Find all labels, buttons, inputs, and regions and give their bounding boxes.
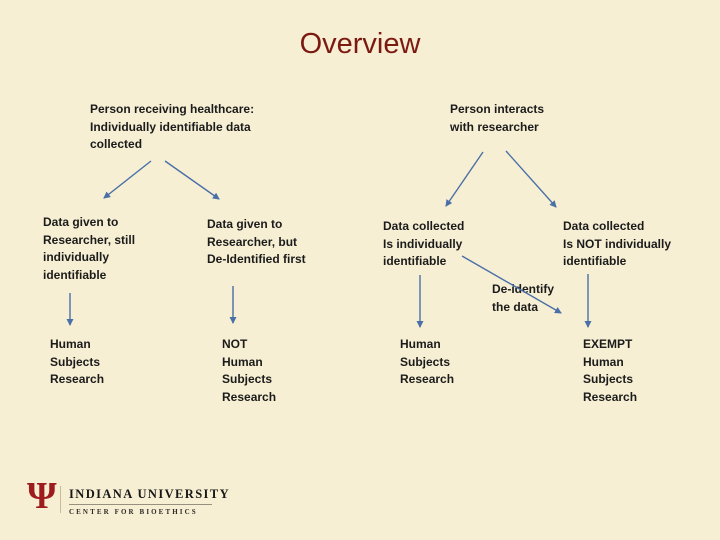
node-data-collected-identifiable: Data collected Is individually identifia…: [383, 219, 465, 268]
outcome-human-subjects-research-right: Human Subjects Research: [400, 337, 455, 386]
iu-trident-icon: Ψ: [27, 475, 57, 517]
university-name: INDIANA UNIVERSITY: [69, 487, 230, 501]
arrow-healthcare-to-still-identifiable: [103, 160, 152, 199]
arrow-interacts-to-identifiable: [445, 151, 484, 207]
outcome-exempt-human-subjects-research: EXEMPT Human Subjects Research: [583, 337, 638, 404]
logo-divider-horizontal: [69, 504, 212, 505]
arrow-healthcare-to-deidentified: [164, 160, 220, 200]
outcome-human-subjects-research-left: Human Subjects Research: [50, 337, 105, 386]
page-title: Overview: [299, 28, 421, 60]
logo-divider-vertical: [60, 486, 61, 513]
node-deidentify-the-data: De-identify the data: [492, 282, 555, 314]
node-data-collected-not-identifiable: Data collected Is NOT individually ident…: [563, 219, 672, 268]
node-data-given-still-identifiable: Data given to Researcher, still individu…: [43, 215, 136, 282]
center-name: CENTER FOR BIOETHICS: [69, 508, 198, 516]
arrow-interacts-to-not-identifiable: [505, 150, 557, 208]
node-person-receiving-healthcare: Person receiving healthcare: Individuall…: [90, 102, 255, 151]
outcome-not-rest: Human Subjects Research: [222, 354, 277, 404]
node-person-interacts-with-researcher: Person interacts with researcher: [450, 102, 545, 134]
outcome-not-human-subjects-research: NOT Human Subjects Research: [222, 336, 322, 406]
outcome-not-label: NOT: [222, 337, 248, 351]
node-data-given-deidentified-first: Data given to Researcher, but De-Identif…: [207, 217, 306, 266]
